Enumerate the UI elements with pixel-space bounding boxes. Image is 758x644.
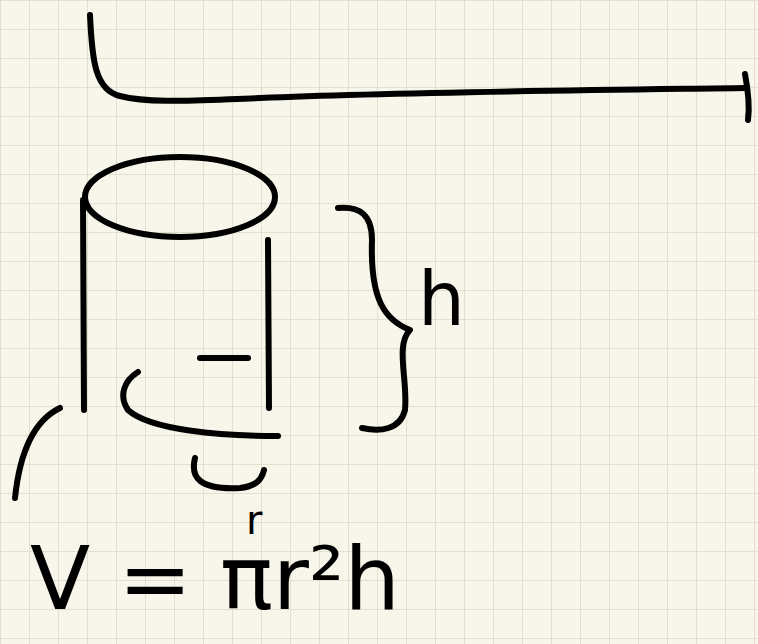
height-label: h xyxy=(418,262,465,336)
cylinder-base xyxy=(123,372,278,436)
radius-brace xyxy=(194,458,264,488)
radius-label: r xyxy=(246,500,262,540)
top-curve xyxy=(90,15,745,101)
cylinder-side xyxy=(83,200,84,410)
mark xyxy=(15,408,60,498)
height-bracket xyxy=(338,208,410,430)
volume-formula: V = πr²h xyxy=(30,535,400,623)
cylinder-top xyxy=(85,157,275,237)
cylinder-base xyxy=(200,355,248,361)
cylinder-side xyxy=(268,240,269,408)
curve-end xyxy=(745,74,749,120)
